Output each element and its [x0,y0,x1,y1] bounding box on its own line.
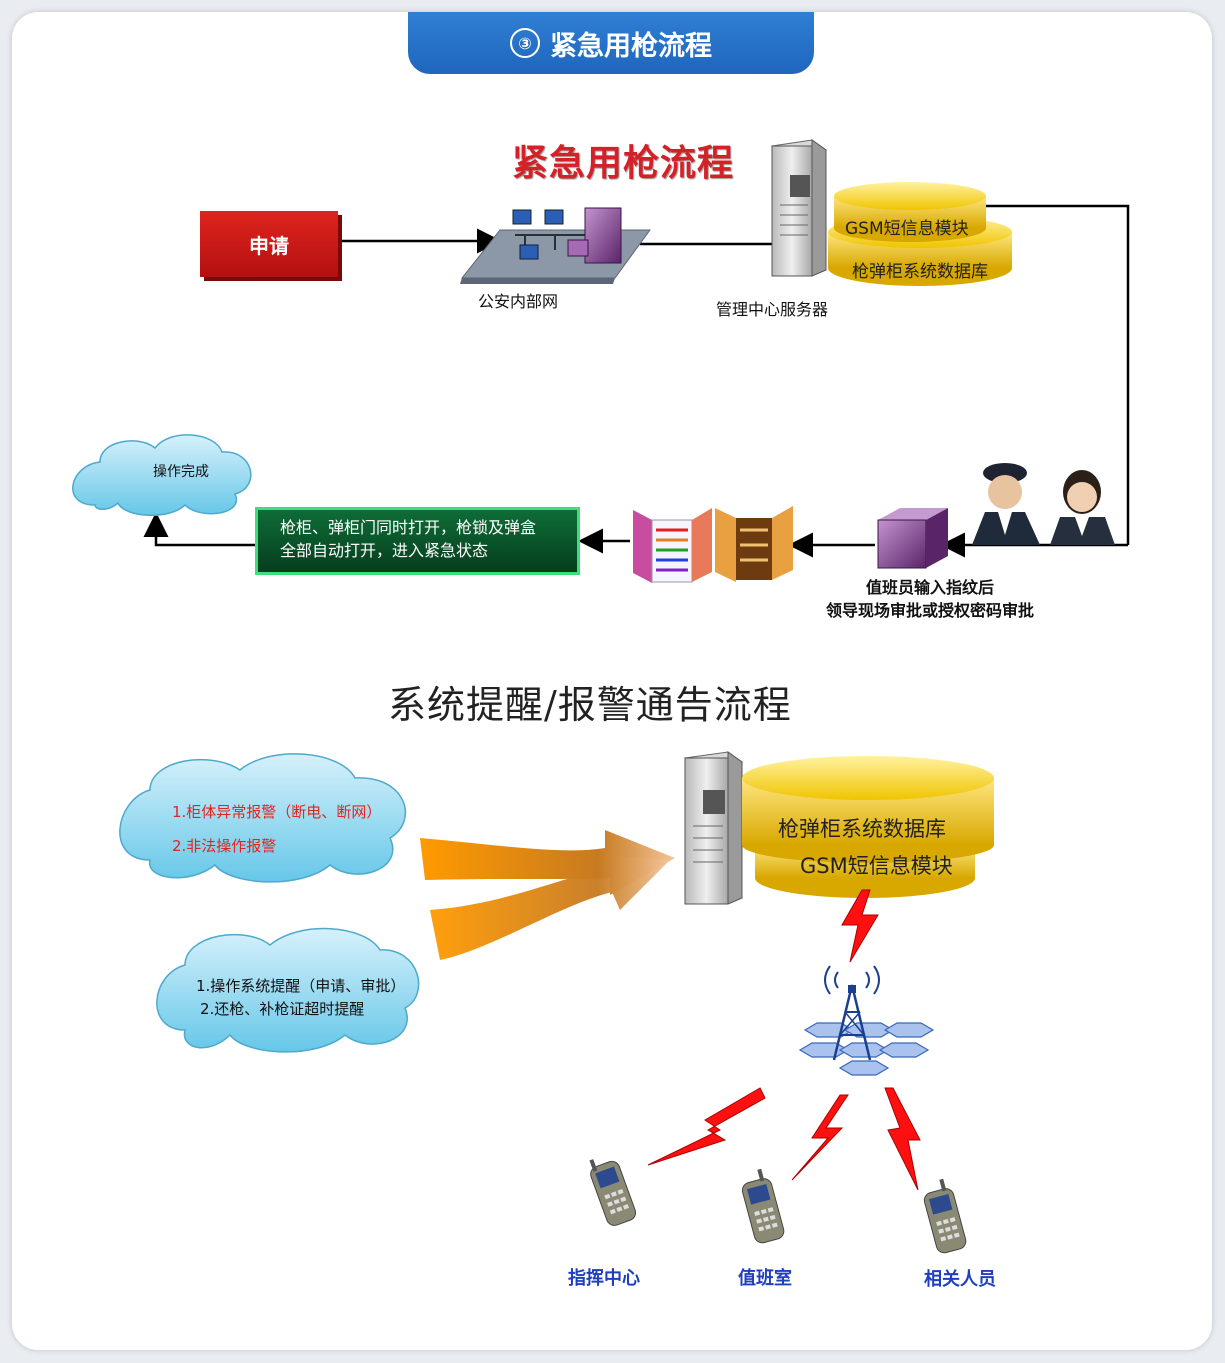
phone-icon [589,1159,637,1226]
reminder-cloud [156,927,420,1053]
reminder-item-1: 1.操作系统提醒（申请、审批） [196,977,406,995]
network-label: 公安内部网 [478,292,559,311]
database-cylinder-icon-2 [742,756,994,898]
arrow-box-to-complete [143,512,255,547]
receiver-label: 指挥中心 [568,1268,640,1289]
phone-icon [923,1178,967,1254]
server-icon [770,139,828,277]
receiver-label: 值班室 [738,1268,792,1289]
step-number-badge: ③ [510,28,540,58]
database-label: 枪弹柜系统数据库 [852,262,988,282]
apply-box: 申请 [200,211,338,277]
flow2-title: 系统提醒/报警通告流程 [388,683,792,727]
lightning-icon [841,889,879,963]
officer-photos [972,463,1115,545]
approval-line1: 值班员输入指纹后 [865,578,994,597]
line-server-to-approval [985,204,1130,545]
lightning-icon [791,1094,849,1181]
phone-icon [741,1168,785,1244]
lock-mechanism-icon [633,506,793,583]
receiver-label: 相关人员 [924,1269,996,1290]
alarm-item-1: 1.柜体异常报警（断电、断网） [172,803,382,821]
complete-cloud [72,434,252,516]
alarm-cloud [119,753,407,883]
section-title: 紧急用枪流程 [550,30,712,62]
lightning-icon [647,1087,766,1166]
flow1-title: 紧急用枪流程 [512,142,735,184]
network-icon [460,207,651,284]
alarm-item-2: 2.非法操作报警 [172,837,277,855]
gsm-module-label-2: GSM短信息模块 [800,854,953,878]
reminder-item-2: 2.还枪、补枪证超时提醒 [200,1000,365,1018]
database-label-2: 枪弹柜系统数据库 [778,817,946,841]
approval-line2: 领导现场审批或授权密码审批 [825,601,1034,620]
lightning-icon [884,1087,921,1191]
complete-label: 操作完成 [153,464,209,480]
reminder-arrow [430,855,670,960]
fingerprint-terminal-icon [877,508,948,569]
open-text-line1: 枪柜、弹柜门同时打开，枪锁及弹盒 [280,518,537,537]
signal-tower-icon [798,965,935,1076]
open-text-line2: 全部自动打开，进入紧急状态 [280,541,489,560]
database-cylinder-icon [828,182,1012,286]
server-label: 管理中心服务器 [716,300,829,319]
gsm-module-label: GSM短信息模块 [845,219,969,239]
server-icon-2 [683,751,744,905]
section-tab: ③ 紧急用枪流程 [408,12,814,74]
open-status-box: 枪柜、弹柜门同时打开，枪锁及弹盒 全部自动打开，进入紧急状态 [255,507,580,575]
